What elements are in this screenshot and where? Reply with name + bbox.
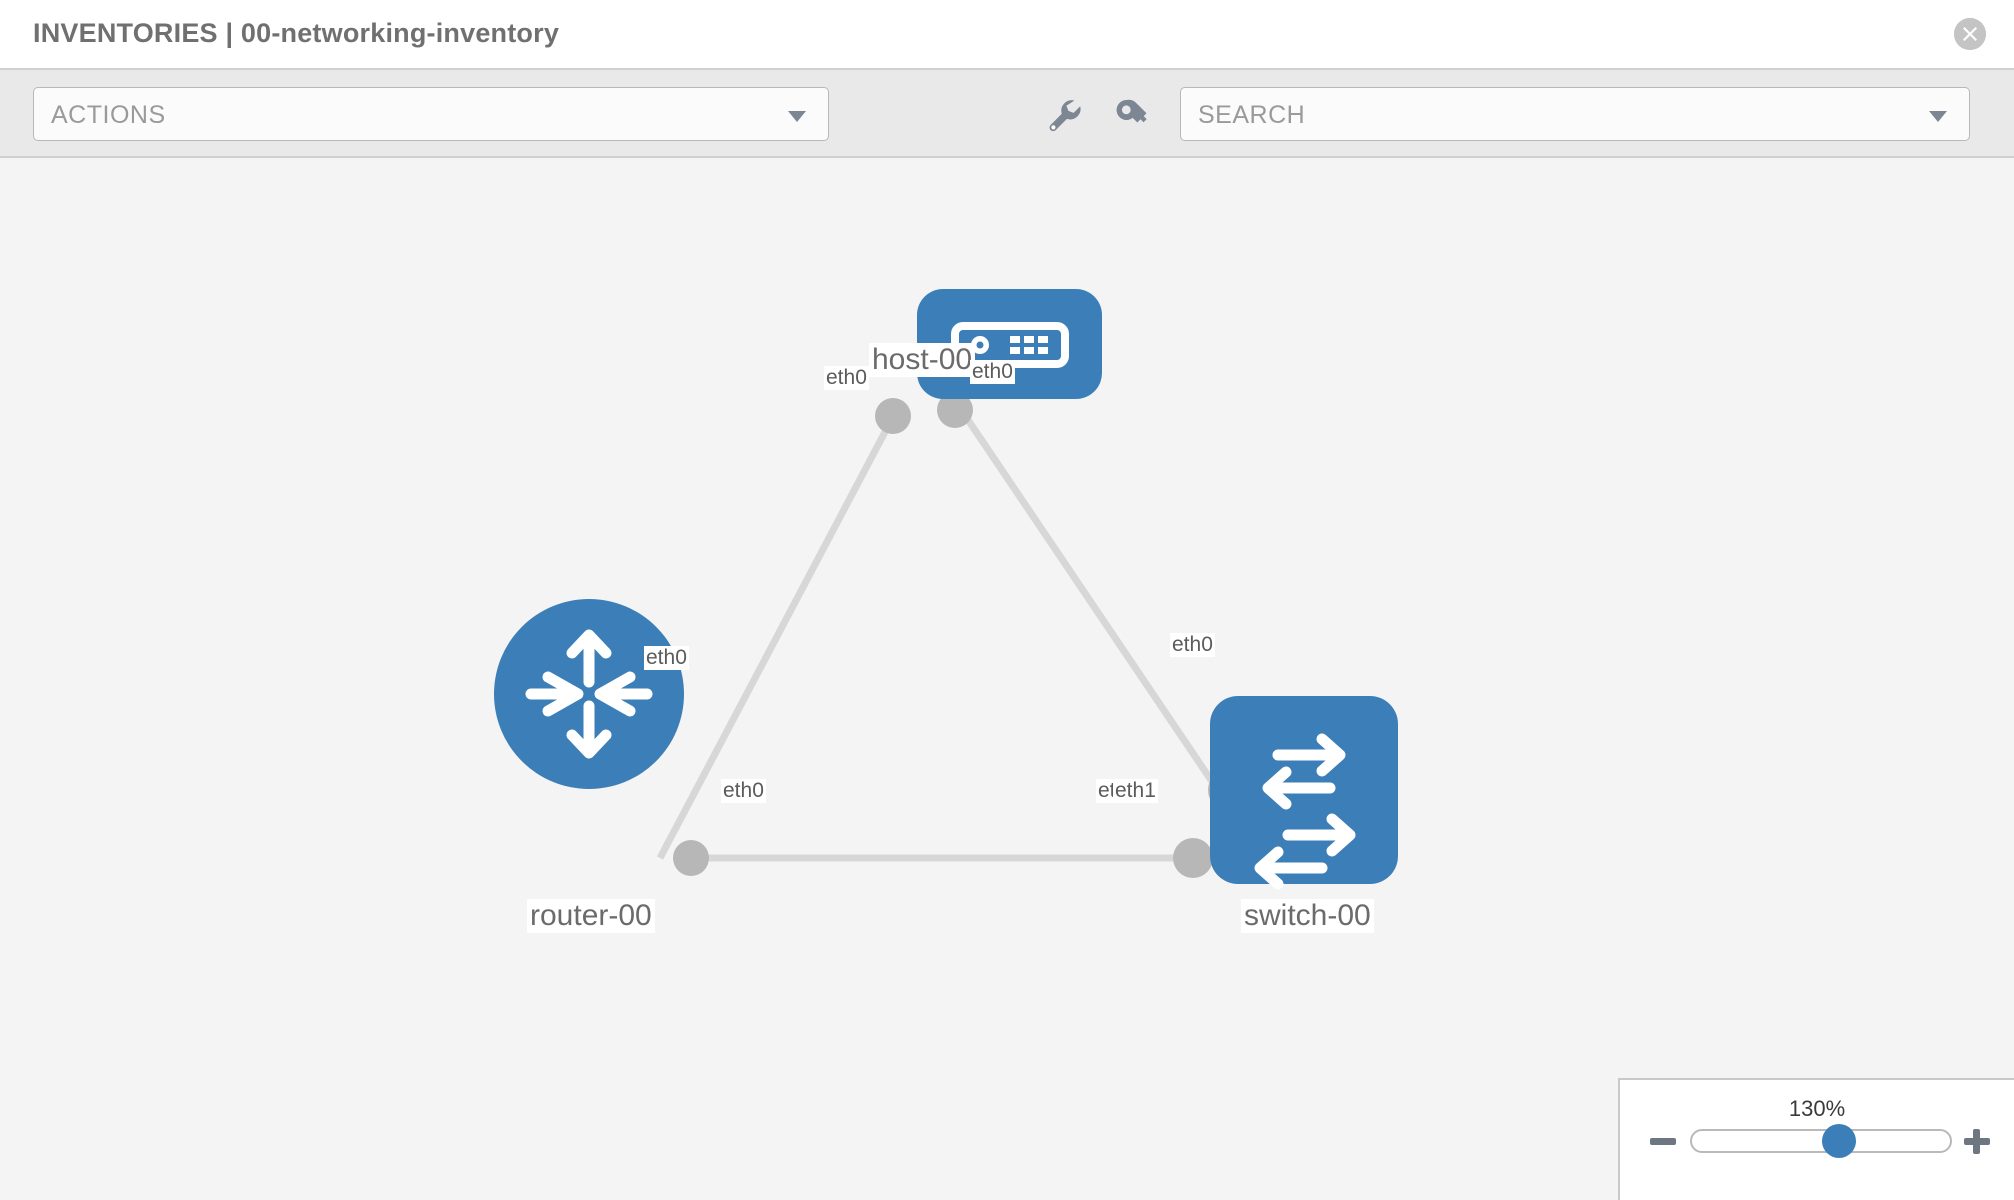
port-dot[interactable] (673, 840, 709, 876)
actions-dropdown[interactable]: ACTIONS (33, 87, 829, 141)
actions-dropdown-label: ACTIONS (51, 101, 166, 129)
node-label-switch-00: switch-00 (1241, 899, 1374, 933)
port-label: eth0 (721, 779, 766, 803)
topology-canvas[interactable]: host-00 router-00 switch-00 eth0 eth0 et… (0, 158, 2014, 1200)
wrench-icon[interactable] (1043, 94, 1085, 136)
node-switch-00[interactable] (1210, 696, 1398, 890)
key-icon[interactable] (1110, 94, 1152, 136)
port-dot[interactable] (937, 392, 973, 428)
zoom-out-button[interactable] (1648, 1126, 1678, 1156)
search-input[interactable]: SEARCH (1180, 87, 1970, 141)
minus-icon (1650, 1138, 1676, 1145)
zoom-slider[interactable] (1690, 1124, 1952, 1158)
link-host-router[interactable] (656, 411, 899, 860)
node-label-host-00: host-00 (869, 343, 976, 377)
port-label: eth0 (824, 366, 869, 390)
close-icon[interactable] (1954, 18, 1986, 50)
switch-arrows-icon (1254, 733, 1356, 890)
port-label: eth0 (644, 646, 689, 670)
node-router-00[interactable] (494, 599, 684, 789)
node-label-router-00: router-00 (527, 899, 655, 933)
zoom-control-panel: 130% (1618, 1078, 2014, 1200)
port-dot[interactable] (875, 398, 911, 434)
link-host-switch[interactable] (957, 406, 1218, 788)
toolbar: ACTIONS SEARCH (0, 68, 2014, 158)
plus-icon-vertical (1973, 1129, 1980, 1154)
zoom-slider-thumb[interactable] (1821, 1124, 1856, 1158)
topology-graph (494, 289, 1398, 890)
topology-port-dots (673, 392, 1252, 878)
window-header: INVENTORIES | 00-networking-inventory (0, 0, 2014, 68)
chevron-down-icon (788, 111, 806, 122)
port-label: eth0 (970, 360, 1015, 384)
topology-links (656, 406, 1218, 862)
chevron-down-icon (1929, 111, 1947, 122)
port-dot[interactable] (1173, 838, 1213, 878)
search-placeholder: SEARCH (1198, 101, 1306, 129)
port-label: eth0 (1170, 633, 1215, 657)
zoom-level-value: 130% (1788, 1096, 1846, 1121)
page-title: INVENTORIES | 00-networking-inventory (33, 18, 560, 48)
router-arrows-icon (525, 629, 653, 759)
zoom-in-button[interactable] (1962, 1126, 1992, 1156)
port-label: eth1 (1113, 779, 1158, 803)
